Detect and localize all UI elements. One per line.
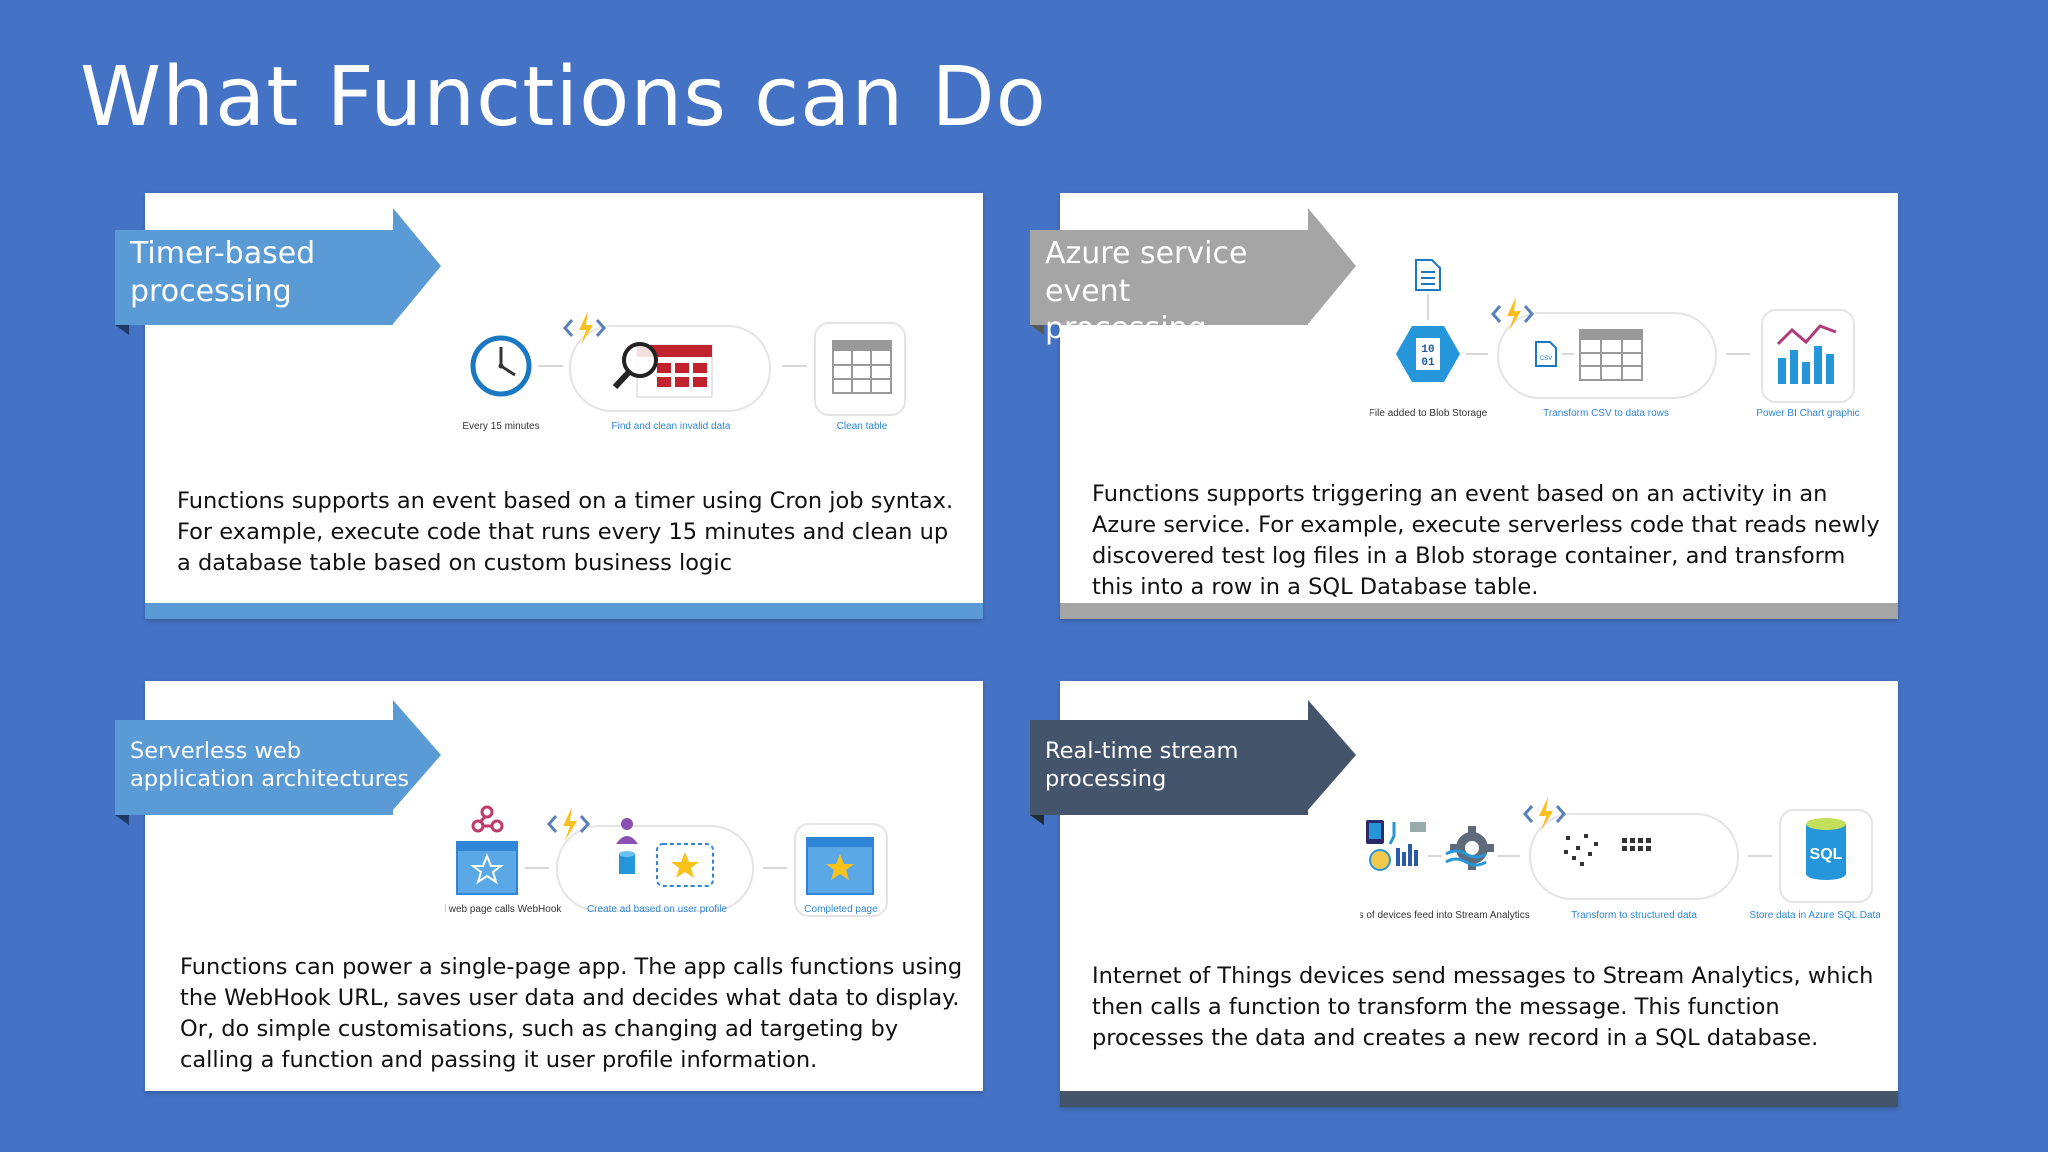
iot-devices-icon [1366, 820, 1426, 871]
svg-text:CSV: CSV [1540, 356, 1552, 362]
webhook-icon [471, 805, 504, 833]
grid-data-icon [1622, 838, 1651, 851]
functions-icon [1491, 297, 1534, 331]
stream-analytics-icon [1445, 826, 1494, 870]
azure-caption-2: Transform CSV to data rows [1543, 408, 1669, 419]
web-banner: Serverless web application architectures [115, 700, 445, 830]
completed-page-icon [806, 837, 874, 895]
azure-banner-label: Azure service event processing [1045, 236, 1248, 346]
timer-banner-label: Timer-based processing [130, 236, 316, 309]
timer-card-bar [145, 603, 983, 619]
csv-file-icon: CSV [1535, 341, 1557, 367]
timer-diagram: Every 15 minutes Find and clean invalid … [462, 311, 906, 432]
web-banner-label: Serverless web application architectures [130, 738, 410, 793]
stream-card-bar [1060, 1091, 1898, 1107]
functions-icon [547, 807, 590, 841]
azure-caption-3: Power BI Chart graphic [1756, 408, 1859, 419]
sql-database-icon: SQL [1806, 818, 1846, 880]
search-icon [612, 342, 713, 398]
stream-caption-1: Millions of devices feed into Stream Ana… [1360, 910, 1530, 921]
svg-text:10: 10 [1421, 344, 1434, 356]
database-icon [619, 851, 635, 874]
timer-banner: Timer-based processing [115, 208, 445, 338]
timer-card: Every 15 minutes Find and clean invalid … [145, 193, 983, 619]
timer-caption-1: Every 15 minutes [462, 421, 539, 432]
stream-banner: Real-time stream processing [1030, 700, 1360, 830]
stream-description: Internet of Things devices send messages… [1092, 963, 1874, 1051]
clock-icon [470, 335, 532, 397]
stream-caption-3: Store data in Azure SQL Database [1749, 910, 1880, 921]
web-page-icon [456, 841, 518, 895]
azure-diagram: 10 01 CSV [1370, 259, 1860, 419]
functions-icon [1523, 797, 1566, 831]
web-description: Functions can power a single-page app. T… [180, 954, 963, 1073]
scatter-data-icon [1564, 834, 1598, 866]
functions-icon [563, 311, 606, 345]
timer-description: Functions supports an event based on a t… [177, 488, 954, 576]
user-icon [616, 818, 638, 844]
azure-banner: Azure service event processing [1030, 208, 1360, 346]
table-icon [832, 340, 892, 394]
blob-storage-icon: 10 01 [1396, 326, 1460, 382]
stream-diagram: SQL Millions of devices feed into Stream… [1360, 797, 1880, 921]
azure-caption-1: File added to Blob Storage [1370, 408, 1488, 419]
web-diagram: Loaded web page calls WebHook Create ad … [445, 805, 888, 917]
document-icon [1415, 259, 1441, 291]
star-icon [656, 843, 714, 887]
stream-caption-2: Transform to structured data [1571, 910, 1697, 921]
web-caption-3: Completed page [804, 904, 878, 915]
sql-label: SQL [1810, 846, 1843, 863]
web-caption-2: Create ad based on user profile [587, 904, 728, 915]
table-icon [1579, 329, 1643, 381]
timer-caption-3: Clean table [837, 421, 888, 432]
azure-card-bar [1060, 603, 1898, 619]
timer-caption-2: Find and clean invalid data [612, 421, 731, 432]
stream-banner-label: Real-time stream processing [1045, 738, 1239, 793]
slide-title: What Functions can Do [80, 50, 1047, 145]
web-caption-1: Loaded web page calls WebHook [445, 904, 562, 915]
svg-text:01: 01 [1421, 357, 1435, 369]
azure-description: Functions supports triggering an event b… [1092, 481, 1880, 600]
bar-chart-icon [1776, 324, 1837, 384]
